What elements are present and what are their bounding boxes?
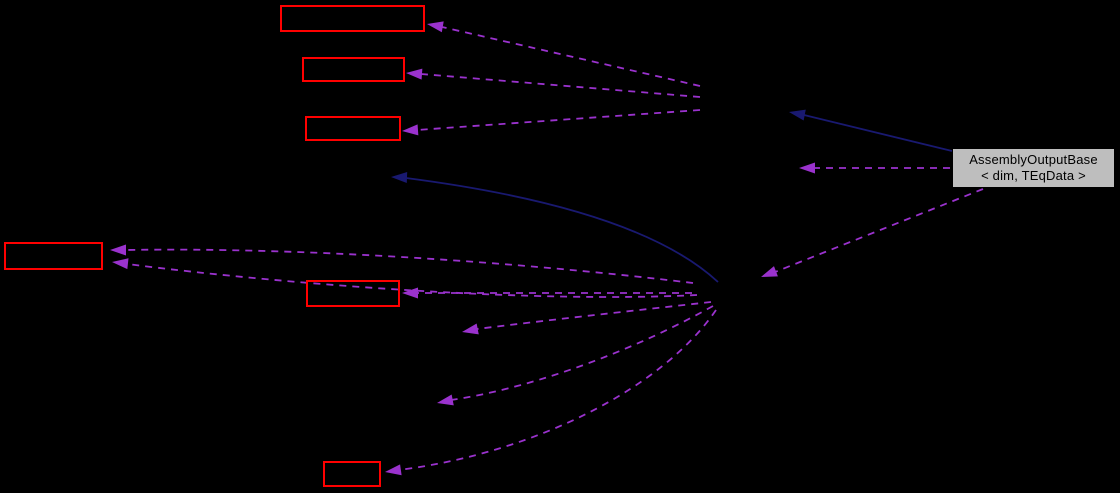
assembly-output-base-node: AssemblyOutputBase < dim, TEqData > [952, 148, 1115, 188]
inheritance-edge-lower-hub-to-row-node [405, 177, 719, 283]
truncated-class-box-top-2[interactable] [302, 57, 405, 82]
usage-edge-main-to-lower-hub [774, 188, 984, 273]
truncated-class-box-top-3[interactable] [305, 116, 401, 141]
usage-edge-lower-hub-to-hidden-node-d-arrowhead [462, 323, 479, 335]
truncated-class-box-bottom[interactable] [323, 461, 381, 487]
usage-edge-top-hub-to-box3 [416, 109, 701, 131]
inheritance-edge-lower-hub-to-row-node-arrowhead [391, 172, 408, 184]
usage-edge-lower-hub-to-hidden-node-e-arrowhead [437, 394, 454, 406]
usage-edge-top-hub-to-box3-arrowhead [402, 124, 419, 136]
usage-edge-top-hub-to-box1 [441, 26, 701, 87]
truncated-class-box-top-1[interactable] [280, 5, 425, 32]
truncated-class-box-left[interactable] [4, 242, 103, 270]
usage-edge-main-to-lower-hub-arrowhead [761, 266, 778, 277]
usage-edge-top-hub-to-box2 [420, 73, 701, 98]
inheritance-edge-main-to-top-hub [803, 114, 953, 152]
usage-edge-lower-hub-to-leftbox-b-arrowhead [112, 258, 129, 270]
usage-edge-lower-hub-to-hidden-node-d [476, 301, 712, 330]
inheritance-edge-main-to-top-hub-arrowhead [789, 109, 806, 121]
usage-edge-main-to-row-node-arrowhead [799, 162, 815, 174]
usage-edge-lower-hub-to-hidden-node-e [450, 305, 714, 401]
main-node-label-line1: AssemblyOutputBase [969, 152, 1098, 167]
usage-edge-top-hub-to-box1-arrowhead [427, 21, 444, 33]
usage-edge-top-hub-to-box2-arrowhead [406, 68, 423, 80]
usage-edge-lower-hub-to-leftbox-a-arrowhead [110, 244, 126, 256]
usage-edge-lower-hub-to-leftbox-a [124, 248, 694, 284]
usage-edge-lower-hub-to-bottombox [398, 309, 717, 471]
usage-edge-lower-hub-to-middlebox-arrowhead [402, 287, 418, 299]
usage-edge-lower-hub-to-bottombox-arrowhead [385, 464, 402, 476]
main-node-label-line2: < dim, TEqData > [981, 168, 1086, 183]
truncated-class-box-middle[interactable] [306, 280, 400, 307]
